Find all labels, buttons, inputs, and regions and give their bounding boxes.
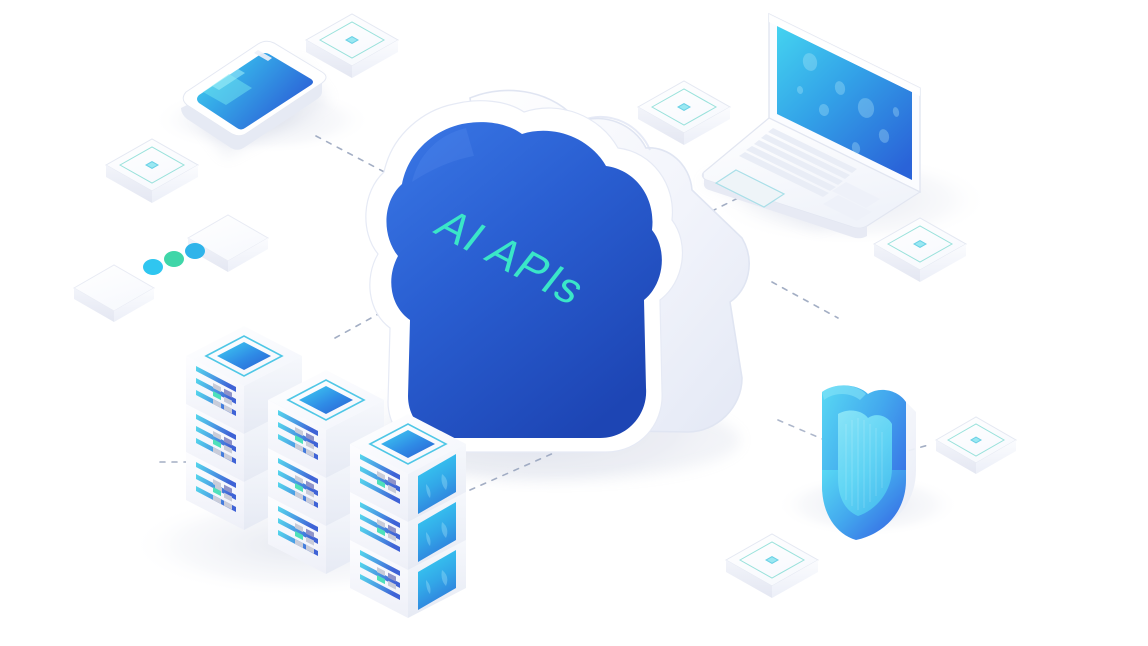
laptop-device[interactable]	[700, 12, 922, 239]
link-cloud-to-shield	[771, 281, 839, 319]
chip-tile-top-left[interactable]	[304, 13, 400, 78]
chip-tile-blank-lower[interactable]	[72, 264, 156, 322]
chip-tile-right-upper[interactable]	[872, 217, 968, 282]
cloud-front-face	[386, 122, 662, 438]
chip-icon	[677, 103, 691, 111]
chip-icon	[345, 36, 359, 44]
indicator-dot-green	[164, 251, 184, 267]
chip-icon	[145, 161, 159, 169]
chip-icon	[970, 436, 982, 444]
server-unit	[268, 370, 384, 478]
chip-icon	[913, 240, 927, 248]
chip-tile-mid-left[interactable]	[104, 138, 200, 203]
chip-tiles	[72, 13, 1018, 598]
chip-icon	[299, 386, 353, 414]
laptop-trackpad	[714, 169, 786, 208]
indicator-dot-blue	[185, 243, 205, 259]
server-stack-right[interactable]	[350, 414, 466, 618]
chip-icon	[765, 556, 779, 564]
indicator-dot-cyan	[143, 259, 163, 275]
chip-tile-bottom[interactable]	[724, 533, 820, 598]
chip-tile-blank-upper[interactable]	[186, 214, 270, 272]
link-phone-to-cloud	[315, 135, 393, 177]
chip-tile-top-right[interactable]	[636, 80, 732, 145]
ai-apis-cloud[interactable]: AI APIs	[365, 89, 750, 480]
server-screen	[418, 502, 456, 562]
indicator-dots	[143, 243, 205, 275]
link-servers-low	[469, 451, 557, 491]
chip-icon	[217, 342, 271, 370]
server-screen	[418, 454, 456, 514]
chip-icon	[381, 430, 435, 458]
server-screen	[418, 550, 456, 610]
server-unit	[350, 414, 466, 522]
chip-tile-right-lower[interactable]	[934, 416, 1018, 474]
server-unit	[186, 326, 302, 434]
laptop-keyboard	[739, 128, 857, 197]
security-shield[interactable]	[822, 385, 916, 540]
smartphone-device[interactable]	[181, 40, 330, 158]
